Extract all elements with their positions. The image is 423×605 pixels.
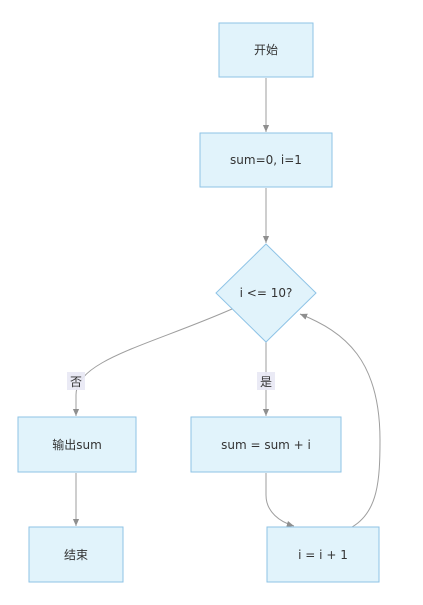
init-node: sum=0, i=1	[199, 132, 333, 188]
edge-accumulate-to-increment	[265, 473, 295, 528]
end-node-label: 结束	[64, 548, 88, 562]
accumulate-node-label: sum = sum + i	[221, 438, 311, 452]
end-node: 结束	[28, 526, 124, 583]
init-node-label: sum=0, i=1	[230, 153, 302, 167]
start-node-label: 开始	[254, 43, 278, 57]
edge-condition-no-to-output	[72, 308, 233, 416]
increment-node-label: i = i + 1	[298, 548, 348, 562]
edge-label-no-text: 否	[70, 375, 82, 389]
increment-node: i = i + 1	[266, 526, 380, 583]
output-node: 输出sum	[17, 416, 137, 473]
condition-node: i <= 10?	[215, 243, 317, 343]
accumulate-node: sum = sum + i	[190, 416, 342, 473]
edge-label-yes: 是	[257, 372, 275, 390]
output-node-label: 输出sum	[52, 437, 102, 452]
condition-node-label: i <= 10?	[240, 286, 293, 300]
start-node: 开始	[218, 22, 314, 78]
edge-label-yes-text: 是	[260, 375, 272, 389]
edge-label-no: 否	[67, 372, 85, 390]
edge-increment-loop-to-condition	[299, 313, 381, 528]
